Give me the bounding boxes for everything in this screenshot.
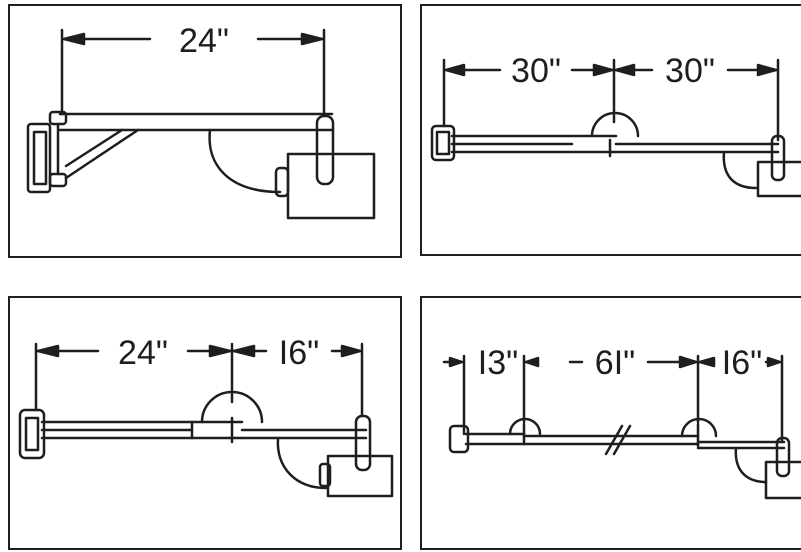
arrowhead-1a <box>444 63 466 77</box>
arm-brace-inner <box>64 128 124 168</box>
panel-1-drawing: 24" <box>26 22 376 220</box>
arrowhead-1a <box>448 356 464 368</box>
arrowhead-1b <box>592 63 614 77</box>
wall-bracket <box>26 122 52 194</box>
pulley-middle <box>200 390 264 424</box>
arrowhead-2b <box>756 63 778 77</box>
dimension-label-30-right: 30" <box>665 52 715 90</box>
arrowhead-3a <box>698 356 716 368</box>
dimension-label-24: 24" <box>179 22 229 60</box>
arrowhead-2a <box>614 63 636 77</box>
dimension-label-24: 24" <box>118 334 168 372</box>
arrowhead-right <box>300 32 324 46</box>
motor-housing <box>286 152 376 220</box>
wall-bracket-inner <box>435 130 451 156</box>
end-post <box>775 436 791 478</box>
pulley-1 <box>508 417 542 436</box>
diagram-panel-1: 24" <box>8 4 402 258</box>
arrowhead-2c <box>678 355 698 369</box>
diagram-panel-3: 24" I6" <box>8 296 402 550</box>
motor-housing <box>764 460 801 500</box>
arrowhead-1a <box>36 344 60 358</box>
hose-loop <box>208 128 282 194</box>
wall-bracket <box>18 408 46 460</box>
pulley-2 <box>680 417 718 438</box>
arrowhead-left <box>62 32 86 46</box>
arm-brace <box>64 128 140 180</box>
end-post <box>770 134 786 182</box>
motor-housing <box>326 454 394 498</box>
wall-bracket-inner <box>32 130 48 186</box>
dimension-label-13: I3" <box>478 344 518 382</box>
motor-housing <box>756 160 801 198</box>
bracket-bolt-bottom <box>48 172 68 188</box>
dimension-label-16: I6" <box>722 344 762 382</box>
arrowhead-3b <box>766 356 782 368</box>
wall-bracket <box>448 424 470 454</box>
diagram-panel-2: 30" 30" <box>420 4 801 256</box>
diagram-panel-4: I3" 6I" I6" <box>420 296 801 550</box>
hose-loop <box>276 436 328 490</box>
panel-3-drawing: 24" I6" <box>18 334 394 498</box>
arrowhead-2a <box>524 356 540 368</box>
motor-cap <box>274 166 290 198</box>
end-post <box>315 114 335 186</box>
dimension-label-30-left: 30" <box>511 52 561 90</box>
pulley-middle <box>590 111 640 138</box>
arrowhead-2a <box>232 344 256 358</box>
break-mark-a <box>604 424 624 456</box>
dimension-label-61: 6I" <box>595 344 635 382</box>
arrowhead-2b <box>340 344 362 358</box>
hose-loop <box>734 446 768 484</box>
break-mark-b <box>612 424 632 456</box>
motor-cap <box>318 462 332 488</box>
dimension-label-16: I6" <box>279 334 319 372</box>
panel-4-drawing: I3" 6I" I6" <box>442 344 801 500</box>
panel-2-drawing: 30" 30" <box>430 52 801 198</box>
wall-bracket-inner <box>24 416 40 452</box>
arrowhead-1b <box>208 344 232 358</box>
hose-loop <box>722 150 758 190</box>
end-post <box>354 414 372 472</box>
